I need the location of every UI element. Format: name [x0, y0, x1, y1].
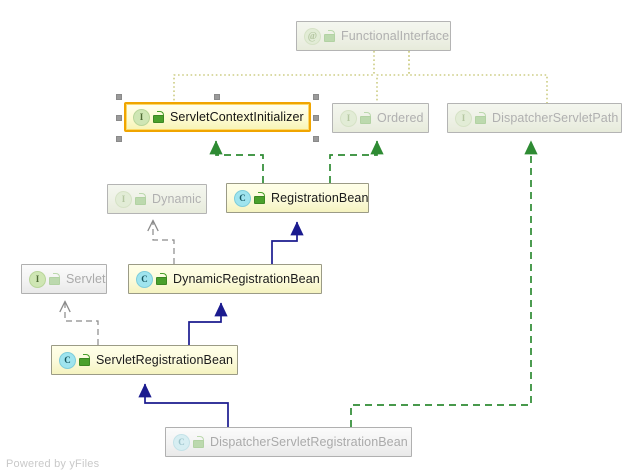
interface-i-icon: I — [455, 109, 472, 127]
public-lock-icon — [153, 111, 164, 123]
node-servlet[interactable]: I Servlet — [21, 264, 107, 294]
node-label: Ordered — [377, 110, 424, 125]
node-dynamicregistrationbean[interactable]: C DynamicRegistrationBean — [128, 264, 322, 294]
edge-registrationbean-to-ordered — [329, 140, 384, 183]
public-lock-icon — [360, 112, 371, 124]
selection-handle-n[interactable] — [214, 94, 220, 100]
node-label: DispatcherServletPath — [492, 110, 619, 125]
public-lock-icon — [193, 436, 204, 448]
edge-functionalinterface-to-ordered — [376, 51, 410, 103]
node-registrationbean[interactable]: C RegistrationBean — [226, 183, 369, 213]
selection-handle-nw[interactable] — [116, 94, 122, 100]
edge-servletregistrationbean-to-servlet — [65, 302, 99, 345]
selection-handle-ne[interactable] — [313, 94, 319, 100]
interface-i-icon: I — [29, 270, 46, 288]
node-servletcontextinitializer[interactable]: I ServletContextInitializer — [124, 102, 311, 132]
class-c-icon: C — [136, 270, 153, 288]
edge-functionalinterface-to-dispatcherservletpath — [408, 51, 548, 103]
node-label: FunctionalInterface — [341, 28, 450, 43]
interface-i-icon: I — [133, 108, 150, 126]
public-lock-icon — [324, 30, 335, 42]
interface-i-icon: I — [340, 109, 357, 127]
public-lock-icon — [475, 112, 486, 124]
node-dynamic[interactable]: I Dynamic — [107, 184, 207, 214]
selection-handle-se[interactable] — [313, 136, 319, 142]
edge-dispatcherservletregistrationbean-to-dispatcherservletpath — [350, 140, 538, 427]
class-c-icon: C — [173, 433, 190, 451]
interface-i-icon: I — [115, 190, 132, 208]
public-lock-icon — [49, 273, 60, 285]
node-label: DynamicRegistrationBean — [173, 271, 320, 286]
public-lock-icon — [254, 192, 265, 204]
edge-dynamicregistrationbean-to-registrationbean — [271, 221, 304, 264]
edge-registrationbean-to-servletcontextinitializer — [209, 140, 264, 183]
node-dispatcherservletpath[interactable]: I DispatcherServletPath — [447, 103, 622, 133]
selection-handle-w[interactable] — [116, 115, 122, 121]
node-label: ServletRegistrationBean — [96, 352, 234, 367]
selection-handle-sw[interactable] — [116, 136, 122, 142]
node-label: DispatcherServletRegistrationBean — [210, 434, 408, 449]
node-servletregistrationbean[interactable]: C ServletRegistrationBean — [51, 345, 238, 375]
node-label: Dynamic — [152, 191, 202, 206]
public-lock-icon — [135, 193, 146, 205]
selection-handle-e[interactable] — [313, 115, 319, 121]
node-label: ServletContextInitializer — [170, 109, 304, 124]
node-label: Servlet — [66, 271, 106, 286]
edge-dynamicregistrationbean-to-dynamic — [153, 221, 175, 264]
edge-dispatcherservletregistrationbean-to-servletregistrationbean — [138, 383, 229, 427]
yfiles-watermark: Powered by yFiles — [6, 458, 100, 470]
annotation-at-icon: @ — [304, 27, 321, 45]
class-c-icon: C — [234, 189, 251, 207]
public-lock-icon — [79, 354, 90, 366]
node-ordered[interactable]: I Ordered — [332, 103, 429, 133]
node-dispatcherservletregistrationbean[interactable]: C DispatcherServletRegistrationBean — [165, 427, 412, 457]
edge-functionalinterface-to-servletcontextinitializer — [173, 51, 375, 102]
class-c-icon: C — [59, 351, 76, 369]
edge-servletregistrationbean-to-dynamicregistrationbean — [188, 302, 228, 345]
node-label: RegistrationBean — [271, 190, 369, 205]
public-lock-icon — [156, 273, 167, 285]
node-functionalinterface[interactable]: @ FunctionalInterface — [296, 21, 451, 51]
